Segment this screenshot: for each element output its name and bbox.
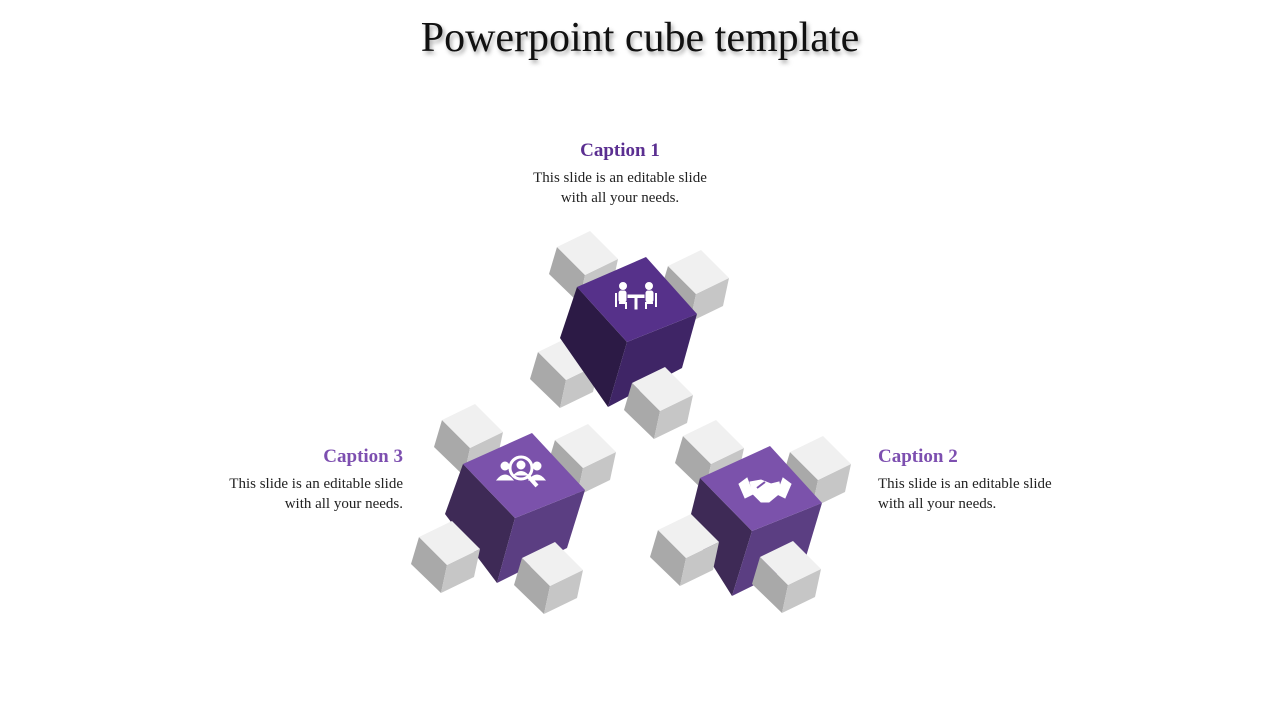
caption-3: Caption 3 This slide is an editable slid…: [143, 446, 403, 514]
cube-top-face: [442, 404, 503, 448]
cube-left-face: [560, 287, 627, 407]
small-grey-cube: [514, 542, 583, 614]
cube-top-face: [760, 541, 821, 585]
cube-left-face: [411, 537, 447, 593]
cube-right-face: [690, 278, 729, 322]
cube-right-face: [654, 395, 693, 439]
cube-top-face: [522, 542, 583, 586]
cube-top-face: [658, 514, 719, 558]
caption-2-heading: Caption 2: [878, 446, 958, 467]
cube-left-face: [514, 558, 550, 614]
caption-3-heading: Caption 3: [323, 446, 403, 467]
cube-right-face: [608, 314, 697, 407]
cube-top-face: [555, 424, 616, 468]
cube-left-face: [549, 247, 585, 303]
cube-left-face: [650, 530, 686, 586]
cube-left-face: [624, 383, 660, 439]
cube-right-face: [577, 452, 616, 496]
caption-1-heading: Caption 1: [580, 140, 660, 161]
cube-left-face: [530, 352, 566, 408]
small-grey-cube: [650, 514, 719, 586]
handshake-icon: [738, 477, 792, 503]
small-grey-cube: [411, 521, 480, 593]
cube-top-face: [632, 367, 693, 411]
cube-left-face: [445, 464, 515, 583]
cube-left-face: [752, 557, 788, 613]
search-people-icon: [495, 455, 547, 488]
cube-top-face: [419, 521, 480, 565]
cube-right-face: [812, 464, 851, 508]
caption-2: Caption 2 This slide is an editable slid…: [878, 446, 1138, 514]
meeting-icon: [615, 282, 657, 310]
cube-top-face: [683, 420, 744, 464]
small-grey-cube: [752, 541, 821, 613]
caption-1: Caption 1 This slide is an editable slid…: [490, 140, 750, 208]
cube-left-face: [688, 478, 752, 596]
cube-top-face: [790, 436, 851, 480]
small-grey-cube: [624, 367, 693, 439]
cube-right-face: [680, 542, 719, 586]
cube-right-face: [782, 569, 821, 613]
cube-right-face: [497, 490, 585, 583]
cube-right-face: [441, 549, 480, 593]
page-title: Powerpoint cube template: [420, 15, 860, 61]
cube-top-face: [668, 250, 729, 294]
cube-left-face: [434, 420, 470, 476]
cube-top-face: [557, 231, 618, 275]
cube-right-face: [544, 570, 583, 614]
